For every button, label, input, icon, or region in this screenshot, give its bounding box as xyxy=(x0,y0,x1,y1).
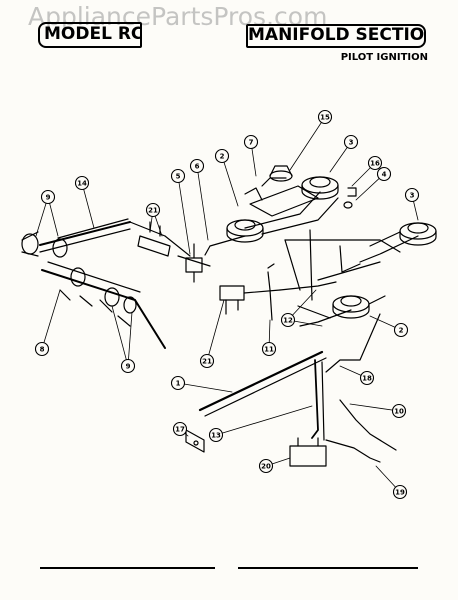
callout-circle xyxy=(243,134,259,150)
callout-circle xyxy=(391,403,407,419)
burner-center-rear xyxy=(301,176,339,200)
callout-1: 1 xyxy=(170,375,186,391)
callout-number: 4 xyxy=(382,171,387,179)
callout-14: 14 xyxy=(74,175,90,191)
callout-18: 18 xyxy=(359,370,375,386)
callout-8: 8 xyxy=(34,341,50,357)
callout-circle xyxy=(199,353,215,369)
callout-circle xyxy=(189,158,205,174)
callout-9: 9 xyxy=(120,358,136,374)
callout-number: 2 xyxy=(399,327,404,335)
callout-number: 9 xyxy=(126,363,131,371)
callout-circle xyxy=(145,202,161,218)
callout-number: 13 xyxy=(211,432,221,440)
callout-number: 2 xyxy=(220,153,225,161)
callout-circle xyxy=(74,175,90,191)
callout-20: 20 xyxy=(258,458,274,474)
callout-number: 15 xyxy=(320,114,330,122)
callout-circle xyxy=(34,341,50,357)
callout-5: 5 xyxy=(170,168,186,184)
callout-13: 13 xyxy=(208,427,224,443)
callout-number: 14 xyxy=(77,180,87,188)
callout-number: 3 xyxy=(349,139,354,147)
callout-circle xyxy=(367,155,383,171)
callout-19: 19 xyxy=(392,484,408,500)
model-label: MODEL RC-1 xyxy=(38,22,142,48)
burner-left-front xyxy=(226,219,264,243)
callout-number: 19 xyxy=(395,489,405,497)
callout-number: 6 xyxy=(195,163,200,171)
callout-2: 2 xyxy=(214,148,230,164)
callout-number: 3 xyxy=(410,192,415,200)
callout-circle xyxy=(392,484,408,500)
callout-circle xyxy=(208,427,224,443)
callout-circle xyxy=(172,421,188,437)
callout-circle xyxy=(404,187,420,203)
callout-circle xyxy=(376,166,392,182)
callout-circle xyxy=(258,458,274,474)
callout-circle xyxy=(214,148,230,164)
callout-number: 8 xyxy=(40,346,45,354)
callout-3: 3 xyxy=(404,187,420,203)
callout-21: 21 xyxy=(199,353,215,369)
callout-3: 3 xyxy=(343,134,359,150)
burner-right-rear xyxy=(399,222,437,246)
callout-circle xyxy=(170,168,186,184)
callout-number: 16 xyxy=(370,160,380,168)
footer-rule-left xyxy=(40,567,215,569)
callout-15: 15 xyxy=(317,109,333,125)
callout-9: 9 xyxy=(40,189,56,205)
callout-number: 9 xyxy=(46,194,51,202)
callout-number: 21 xyxy=(148,207,158,215)
callout-7: 7 xyxy=(243,134,259,150)
callout-circle xyxy=(343,134,359,150)
section-title: MANIFOLD SECTION xyxy=(246,24,426,48)
callout-number: 1 xyxy=(176,380,181,388)
callout-number: 21 xyxy=(202,358,212,366)
footer-rule-right xyxy=(238,567,418,569)
callout-circle xyxy=(359,370,375,386)
callout-number: 5 xyxy=(176,173,181,181)
callout-21: 21 xyxy=(145,202,161,218)
callout-4: 4 xyxy=(376,166,392,182)
callout-16: 16 xyxy=(367,155,383,171)
callout-6: 6 xyxy=(189,158,205,174)
callout-number: 7 xyxy=(249,139,254,147)
callout-17: 17 xyxy=(172,421,188,437)
callout-10: 10 xyxy=(391,403,407,419)
callout-11: 11 xyxy=(261,341,277,357)
callout-number: 10 xyxy=(394,408,404,416)
callout-circle xyxy=(40,189,56,205)
callout-circle xyxy=(317,109,333,125)
pilot-assembly xyxy=(269,165,293,182)
callout-circle xyxy=(170,375,186,391)
section-subtitle: PILOT IGNITION xyxy=(340,52,428,63)
callout-circle xyxy=(120,358,136,374)
callout-circle xyxy=(393,322,409,338)
callout-12: 12 xyxy=(280,312,296,328)
callout-number: 11 xyxy=(264,346,274,354)
callout-circle xyxy=(261,341,277,357)
callout-2: 2 xyxy=(393,322,409,338)
callout-circle xyxy=(280,312,296,328)
callout-number: 17 xyxy=(175,426,185,434)
callout-number: 20 xyxy=(261,463,271,471)
callout-number: 18 xyxy=(362,375,372,383)
callout-number: 12 xyxy=(283,317,293,325)
